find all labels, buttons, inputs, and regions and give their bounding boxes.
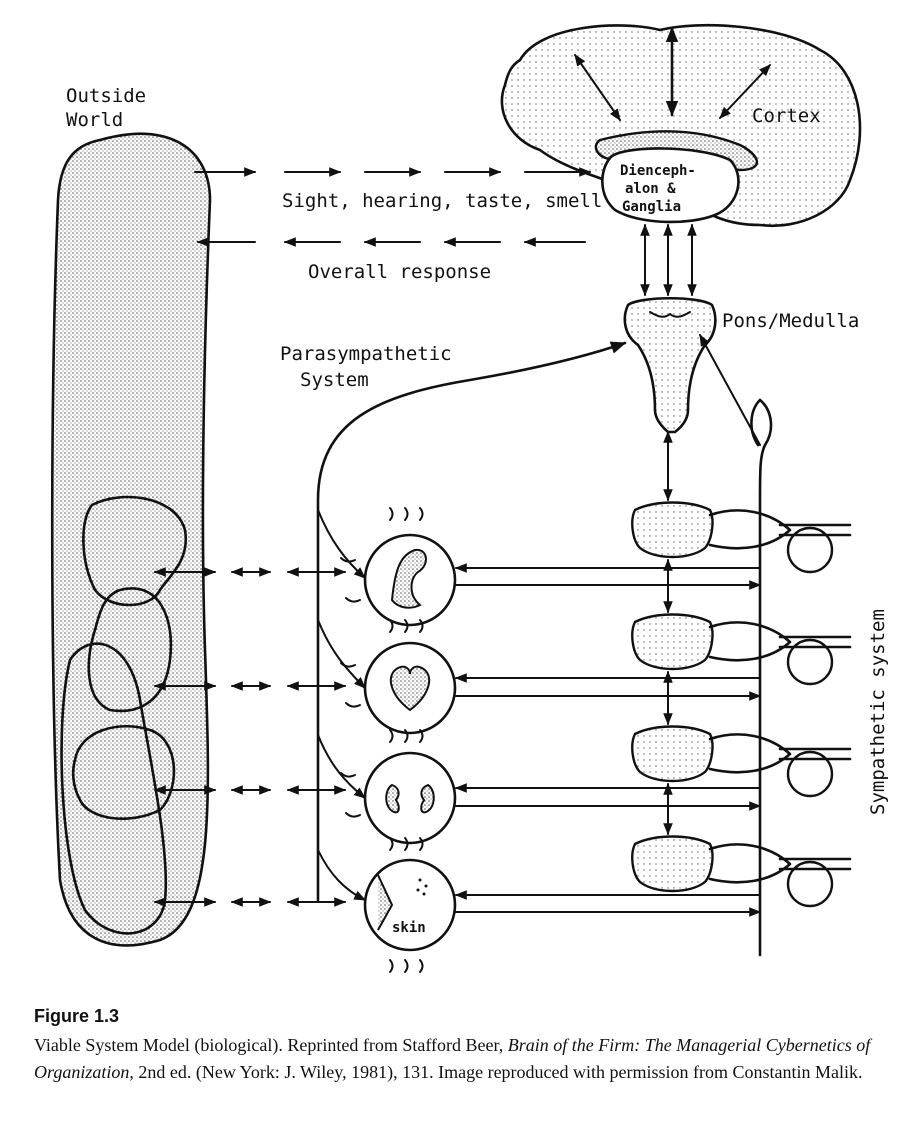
parasympathetic-label-2: System bbox=[300, 369, 369, 391]
spinal-segment-4 bbox=[631, 835, 852, 908]
diencephalon-label-3: Ganglia bbox=[622, 199, 681, 215]
organ-spinal-links bbox=[454, 563, 762, 917]
parasympathetic-label-1: Parasympathetic bbox=[280, 343, 452, 365]
spinal-segment-2 bbox=[631, 613, 852, 686]
diencephalon-label-2: alon & bbox=[625, 181, 676, 197]
outside-world-label-2: World bbox=[66, 109, 123, 131]
figure-caption: Viable System Model (biological). Reprin… bbox=[34, 1032, 894, 1086]
dien-pons-arrows bbox=[640, 223, 697, 297]
spinal-segments bbox=[631, 501, 852, 908]
outside-world-label: Outside bbox=[66, 85, 146, 107]
outside-world bbox=[50, 132, 212, 947]
environment-organ-links bbox=[153, 567, 347, 907]
spinal-segment-3 bbox=[631, 725, 852, 798]
kidney-icon bbox=[340, 729, 457, 845]
response-label: Overall response bbox=[308, 261, 491, 283]
pons-medulla bbox=[623, 296, 717, 434]
caption-text-2: , 2nd ed. (New York: J. Wiley, 1981), 13… bbox=[129, 1062, 863, 1082]
caption-book-title: Brain of the Firm: The Managerial Cybern… bbox=[34, 1035, 871, 1082]
skin-icon: skin bbox=[363, 837, 457, 973]
diencephalon-label-1: Dienceph- bbox=[620, 163, 696, 179]
organs: skin bbox=[340, 507, 457, 973]
heart-icon bbox=[340, 619, 457, 735]
muscle-icon bbox=[340, 507, 457, 627]
caption-text-1: Viable System Model (biological). Reprin… bbox=[34, 1035, 508, 1055]
skin-label: skin bbox=[392, 920, 426, 936]
pons-medulla-label: Pons/Medulla bbox=[722, 310, 859, 332]
figure-number: Figure 1.3 bbox=[34, 1006, 120, 1026]
cortex-arrows bbox=[574, 26, 771, 121]
viable-system-diagram: skin bbox=[50, 23, 889, 973]
cortex-label: Cortex bbox=[752, 105, 821, 127]
parasympathetic-path bbox=[316, 341, 627, 902]
spinal-segment-1 bbox=[631, 501, 852, 574]
sympathetic-label: Sympathetic system bbox=[867, 609, 889, 815]
sight-label: Sight, hearing, taste, smell bbox=[282, 190, 602, 212]
